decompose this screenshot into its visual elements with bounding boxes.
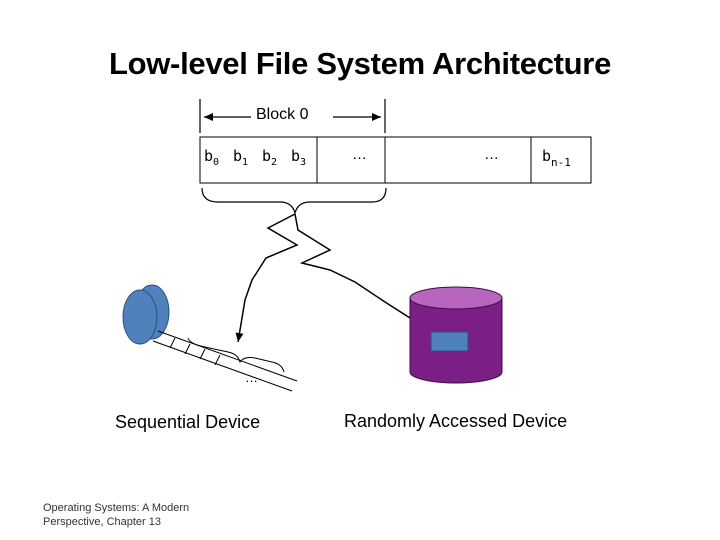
link-to-disk bbox=[294, 213, 429, 334]
block-span-arrow bbox=[199, 99, 386, 133]
disk-block bbox=[430, 331, 469, 352]
sequential-device-label: Sequential Device bbox=[115, 412, 261, 432]
link-to-tape bbox=[235, 213, 299, 343]
cell-ellipsis-2: … bbox=[484, 146, 499, 163]
footer-text: Operating Systems: A Modern Perspective,… bbox=[43, 502, 190, 528]
tape-reel-icon bbox=[122, 284, 170, 345]
cell-b1: b1 bbox=[233, 147, 248, 168]
cell-bn-1: bn-1 bbox=[542, 147, 571, 169]
random-device-label: Randomly Accessed Device bbox=[344, 411, 568, 431]
cell-b2: b2 bbox=[262, 147, 277, 168]
block-brace bbox=[201, 187, 387, 216]
tape-brace bbox=[187, 337, 285, 373]
block-label: Block 0 bbox=[256, 106, 309, 123]
cell-b0: b0 bbox=[204, 147, 219, 168]
cell-ellipsis-1: … bbox=[352, 146, 367, 163]
block-row bbox=[199, 136, 592, 184]
page-title: Low-level File System Architecture bbox=[108, 46, 612, 81]
tape-ellipsis: … bbox=[245, 370, 258, 385]
block-cells: b0 b1 b2 b3 bn-1 bbox=[204, 147, 571, 169]
disk-icon bbox=[409, 286, 503, 384]
cell-b3: b3 bbox=[291, 147, 306, 168]
tape-strip bbox=[152, 330, 298, 392]
